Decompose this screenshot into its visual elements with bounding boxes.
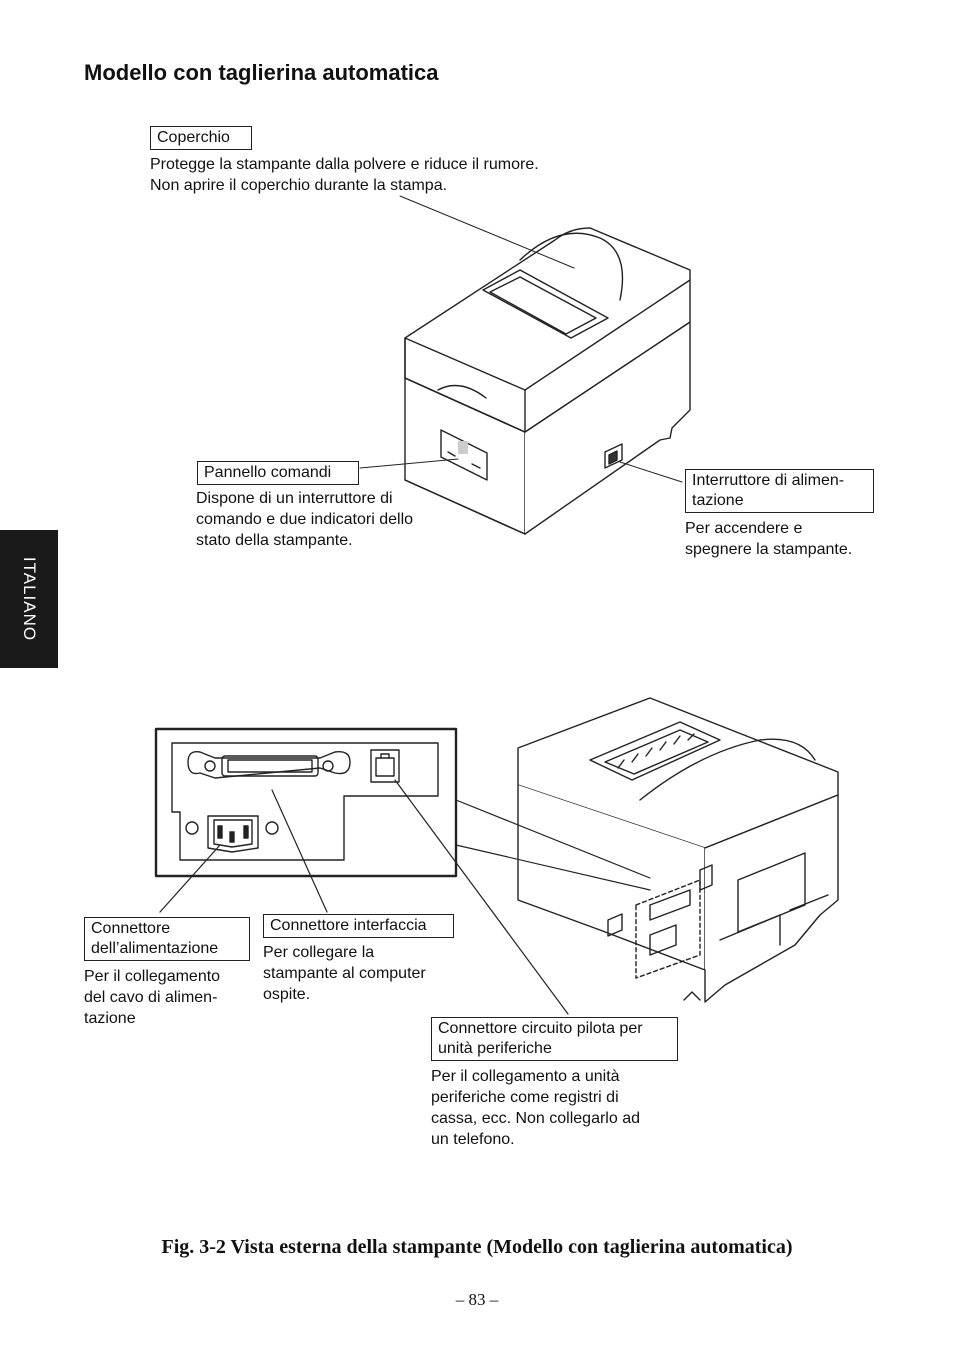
page-number: – 83 –: [455, 1290, 499, 1309]
pannello-comandi-label: Pannello comandi: [197, 461, 359, 485]
connettore-periferiche-desc: Per il collegamento a unità periferiche …: [431, 1068, 640, 1148]
section-title: Modello con taglierina automatica: [84, 60, 439, 85]
connettore-periferiche-label: Connettore circuito pilota per unità per…: [431, 1017, 678, 1061]
interruttore-desc: Per accendere e spegnere la stampante.: [685, 520, 853, 558]
connector-panel-magnified: [154, 727, 458, 878]
connettore-alimentazione-label: Connettore dell’alimentazione: [84, 917, 250, 961]
interruttore-label: Interruttore di alimen- tazione: [685, 469, 874, 513]
language-side-tab: ITALIANO: [0, 530, 58, 668]
printer-front-view-drawing: [404, 227, 691, 535]
coperchio-label: Coperchio: [150, 126, 252, 150]
connettore-alimentazione-desc: Per il collegamento del cavo di alimen- …: [84, 968, 221, 1027]
front-leader-lines: [359, 195, 683, 483]
magnify-connection-lines: [159, 779, 651, 1015]
coperchio-desc: Protegge la stampante dalla polvere e ri…: [150, 156, 539, 194]
connettore-interfaccia-desc: Per collegare la stampante al computer o…: [263, 944, 426, 1003]
connettore-interfaccia-label: Connettore interfaccia: [263, 914, 454, 938]
pannello-comandi-desc: Dispone di un interruttore di comando e …: [196, 490, 414, 549]
printer-rear-view-drawing: [517, 697, 839, 1003]
figure-caption: Fig. 3-2 Vista esterna della stampante (…: [161, 1236, 793, 1258]
